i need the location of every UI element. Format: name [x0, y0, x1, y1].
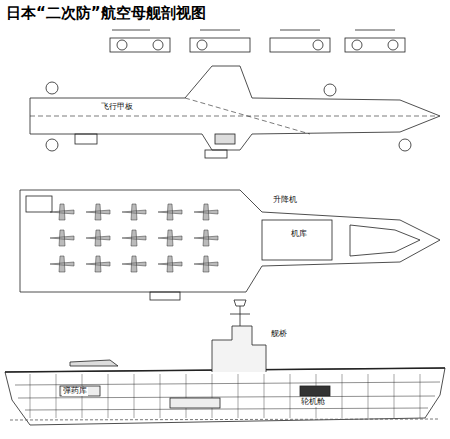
part-label: 轮机舱: [300, 398, 326, 407]
aircraft-symbol: [122, 230, 146, 246]
bulkhead-line: [30, 374, 31, 418]
aircraft-symbol: [158, 230, 182, 246]
aircraft-symbol: [50, 230, 74, 246]
part-label: 升降机: [272, 196, 298, 205]
aircraft-symbol: [50, 204, 74, 220]
hangar-plan: [20, 190, 440, 292]
bulkhead-line: [160, 374, 161, 418]
bulkhead-line: [264, 374, 265, 418]
bulkhead-line: [186, 374, 187, 418]
bulkhead-line: [134, 374, 135, 418]
side-profile: [5, 300, 445, 425]
aircraft-symbol: [86, 204, 110, 220]
aircraft-symbol: [86, 230, 110, 246]
aircraft-symbol: [50, 256, 74, 272]
bulkhead-line: [56, 374, 57, 418]
bulkhead-line: [368, 374, 369, 418]
aircraft-symbol: [194, 230, 218, 246]
flight-deck-plan: [30, 66, 440, 150]
aircraft-symbol: [194, 256, 218, 272]
aircraft-symbol: [122, 256, 146, 272]
aircraft-symbol: [158, 256, 182, 272]
diagram-title: 日本“二次防”航空母舰剖视图: [6, 4, 206, 23]
bulkhead-line: [394, 374, 395, 418]
bulkhead-line: [420, 374, 421, 418]
part-label: 弹药库: [62, 387, 88, 396]
part-label: 机库: [290, 230, 308, 239]
bulkhead-line: [290, 374, 291, 418]
section-views: [110, 30, 405, 52]
bulkhead-line: [238, 374, 239, 418]
bulkhead-line: [108, 374, 109, 418]
aircraft-symbol: [158, 204, 182, 220]
bulkhead-line: [342, 374, 343, 418]
aircraft-symbol: [122, 204, 146, 220]
aircraft-symbol: [194, 204, 218, 220]
bulkhead-line: [212, 374, 213, 418]
aircraft-symbol: [86, 256, 110, 272]
part-label: 舰桥: [270, 330, 288, 339]
part-label: 飞行甲板: [100, 103, 134, 112]
